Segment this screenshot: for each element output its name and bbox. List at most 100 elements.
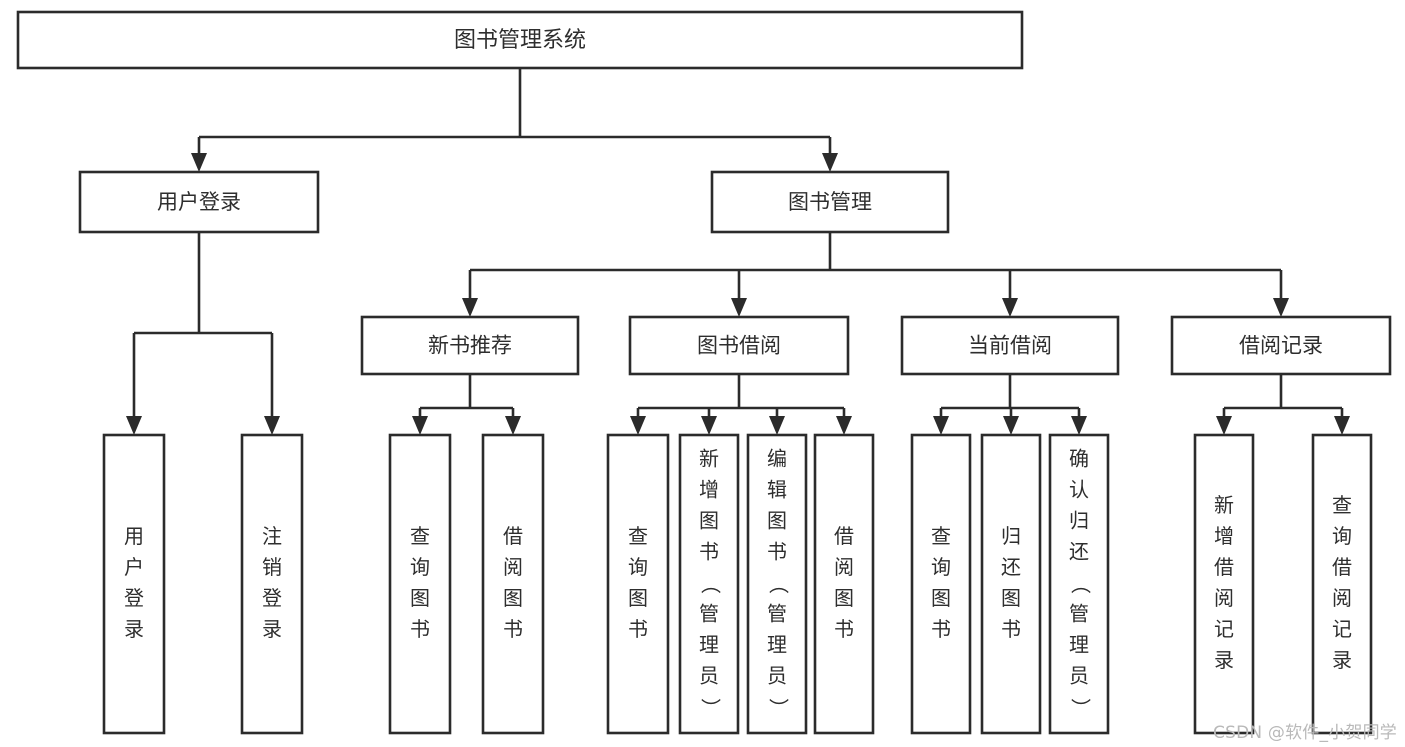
node-root-rect [16,10,1024,70]
node-current-borrow[interactable]: 当前借阅 [900,315,1120,376]
edge-root-to-user-login-arrowhead [191,153,207,172]
node-leaf-query-book-borrow-char: 图 [628,586,648,610]
node-leaf-add-book-char: （ [699,574,723,594]
edge-borrow-record-to-leaf-add-borrow-record-arrowhead [1216,416,1232,435]
node-leaf-query-book-current-char: 图 [931,586,951,610]
node-leaf-user-login-rect [102,433,166,735]
node-borrow-record[interactable]: 借阅记录 [1170,315,1392,376]
edge-new-book-recommend-to-leaf-borrow-book-recommend-arrowhead [505,416,521,435]
node-user-login[interactable]: 用户登录 [78,170,320,234]
node-leaf-query-book-recommend-char: 图 [410,586,430,610]
node-leaf-return-book-char: 书 [1001,617,1021,641]
node-leaf-user-login-char: 录 [124,617,144,641]
node-leaf-query-borrow-record-char: 记 [1332,617,1352,641]
node-leaf-query-book-recommend-char: 询 [410,555,430,579]
node-leaf-add-book-char: ） [699,698,723,718]
node-book-manage[interactable]: 图书管理 [710,170,950,234]
node-leaf-query-book-recommend-rect [388,433,452,735]
node-leaf-query-book-borrow-char: 查 [628,524,648,548]
node-leaf-confirm-return-char: 管 [1069,602,1089,626]
node-leaf-query-book-recommend-char: 书 [410,617,430,641]
node-leaf-add-book-rect [678,433,740,735]
node-leaf-add-book-char: 管 [699,602,719,626]
node-leaf-add-borrow-record-char: 记 [1214,617,1234,641]
node-leaf-user-login-label: 用户登录 [124,524,144,641]
node-leaf-return-book-rect [980,433,1042,735]
node-leaf-confirm-return-char: ） [1069,698,1093,718]
node-leaf-query-book-recommend-char: 查 [410,524,430,548]
node-leaf-user-logout-char: 销 [262,555,282,579]
edge-book-manage-to-borrow-record-arrowhead [1273,298,1289,317]
node-book-manage-rect [710,170,950,234]
node-current-borrow-rect [900,315,1120,376]
node-borrow-record-label: 借阅记录 [1239,334,1323,358]
node-leaf-borrow-book-recommend-char: 借 [503,524,523,548]
node-leaf-query-borrow-record-rect [1311,433,1373,735]
node-leaf-query-book-borrow-char: 询 [628,555,648,579]
node-leaf-add-borrow-record-char: 新 [1214,493,1234,517]
edge-book-borrow-to-leaf-query-book-borrow-arrowhead [630,416,646,435]
node-leaf-query-book-current-char: 查 [931,524,951,548]
edge-book-borrow-to-leaf-borrow-book-arrowhead [836,416,852,435]
node-leaf-query-borrow-record-char: 询 [1332,524,1352,548]
node-leaf-borrow-book-char: 图 [834,586,854,610]
node-leaf-edit-book-char: 图 [767,509,787,533]
node-leaf-query-book-borrow-rect [606,433,670,735]
node-book-borrow[interactable]: 图书借阅 [628,315,850,376]
node-leaf-confirm-return-rect [1048,433,1110,735]
node-layer: 图书管理系统用户登录图书管理新书推荐图书借阅当前借阅借阅记录用户登录注销登录查询… [16,10,1392,735]
node-leaf-edit-book-char: 书 [767,540,787,564]
node-leaf-add-book-char: 图 [699,509,719,533]
edge-borrow-record-to-leaf-query-borrow-record-arrowhead [1334,416,1350,435]
node-leaf-borrow-book-char: 阅 [834,555,854,579]
node-leaf-borrow-book-char: 书 [834,617,854,641]
node-new-book-recommend-label: 新书推荐 [428,334,512,358]
node-leaf-user-login[interactable]: 用户登录 [102,433,166,735]
edge-book-manage-to-new-book-recommend-arrowhead [462,298,478,317]
node-leaf-return-book-char: 归 [1001,524,1021,548]
node-leaf-add-borrow-record-char: 阅 [1214,586,1234,610]
node-leaf-add-book-char: 员 [699,664,719,688]
edge-root-to-book-manage-arrowhead [822,153,838,172]
edge-book-borrow-to-leaf-add-book-arrowhead [701,416,717,435]
node-leaf-confirm-return-char: 确 [1069,447,1089,471]
node-leaf-user-login-char: 用 [124,524,144,548]
node-leaf-add-borrow-record-char: 借 [1214,555,1234,579]
node-root[interactable]: 图书管理系统 [16,10,1024,70]
node-leaf-query-book-current-rect [910,433,972,735]
edge-new-book-recommend-to-leaf-query-book-recommend-arrowhead [412,416,428,435]
node-leaf-return-book-char: 还 [1001,555,1021,579]
node-borrow-record-rect [1170,315,1392,376]
node-leaf-add-borrow-record-rect [1193,433,1255,735]
node-leaf-user-login-char: 户 [124,555,144,579]
node-leaf-query-book-current-char: 书 [931,617,951,641]
edge-book-borrow-to-leaf-edit-book-arrowhead [769,416,785,435]
node-leaf-confirm-return-char: 归 [1069,509,1089,533]
node-leaf-user-login-char: 登 [124,586,144,610]
node-user-login-label: 用户登录 [157,190,241,214]
edge-current-borrow-to-leaf-confirm-return-arrowhead [1071,416,1087,435]
node-leaf-confirm-return-char: 理 [1069,633,1089,657]
node-new-book-recommend[interactable]: 新书推荐 [360,315,580,376]
